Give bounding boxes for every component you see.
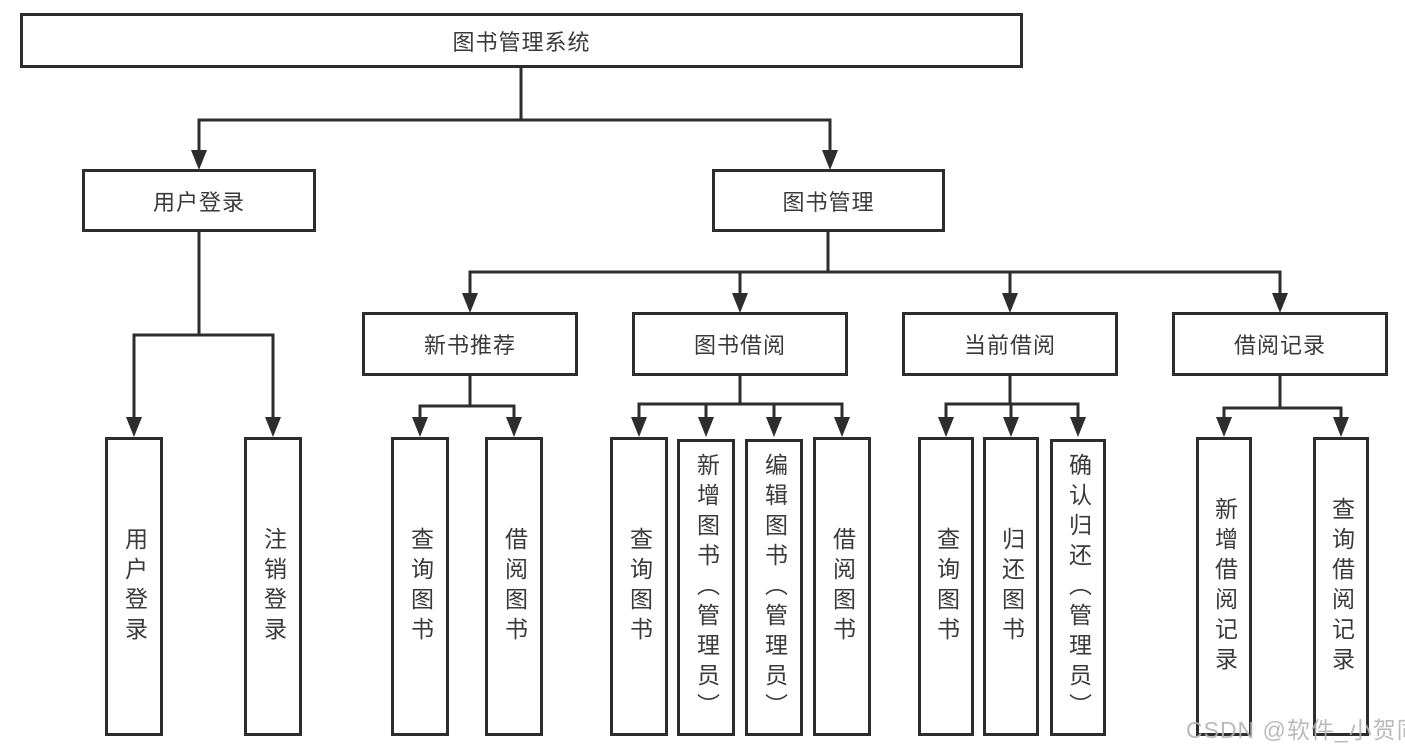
leaf-borrow-books-1-label: 借阅图书 — [501, 526, 528, 647]
node-library-system: 图书管理系统 — [20, 13, 1023, 68]
arrow-down-icon — [938, 417, 954, 437]
leaf-user-login-label: 用户登录 — [121, 526, 148, 647]
node-current-borrowing-label: 当前借阅 — [963, 333, 1056, 358]
connector-newbook-to-leaves — [418, 376, 516, 418]
arrow-down-icon — [462, 293, 478, 313]
node-borrowing-records: 借阅记录 — [1172, 312, 1388, 376]
connector-userlogin-to-leaves — [132, 232, 275, 418]
leaf-add-books-admin: 新增图书（管理员） — [677, 439, 735, 736]
leaf-edit-books-admin: 编辑图书（管理员） — [745, 439, 803, 736]
leaf-return-books: 归还图书 — [983, 437, 1039, 736]
leaf-query-borrow-record-label: 查询借阅记录 — [1328, 496, 1355, 677]
node-current-borrowing: 当前借阅 — [902, 312, 1118, 376]
leaf-query-books-1-label: 查询图书 — [407, 526, 434, 647]
leaf-logout-label: 注销登录 — [260, 526, 287, 647]
arrow-down-icon — [698, 417, 714, 437]
node-borrowing-records-label: 借阅记录 — [1233, 333, 1326, 358]
arrow-down-icon — [1070, 417, 1086, 437]
node-book-borrowing: 图书借阅 — [632, 312, 848, 376]
leaf-logout: 注销登录 — [244, 437, 302, 736]
leaf-borrow-books-1: 借阅图书 — [485, 437, 543, 736]
node-new-book-recommendation: 新书推荐 — [362, 312, 578, 376]
leaf-query-books-3-label: 查询图书 — [933, 526, 960, 647]
leaf-confirm-return-admin: 确认归还（管理员） — [1050, 439, 1106, 736]
leaf-query-borrow-record: 查询借阅记录 — [1313, 437, 1369, 736]
leaf-add-books-admin-label: 新增图书（管理员） — [693, 452, 720, 723]
leaf-query-books-3: 查询图书 — [918, 437, 974, 736]
leaf-confirm-return-admin-label: 确认归还（管理员） — [1065, 452, 1092, 723]
arrow-down-icon — [732, 293, 748, 313]
connector-bookmgmt-to-level3 — [468, 232, 1282, 294]
arrow-down-icon — [265, 417, 281, 437]
arrow-down-icon — [1002, 293, 1018, 313]
arrowhead-group — [126, 150, 1349, 437]
arrow-down-icon — [191, 150, 207, 170]
node-new-book-recommendation-label: 新书推荐 — [423, 333, 516, 358]
arrow-down-icon — [1003, 417, 1019, 437]
leaf-return-books-label: 归还图书 — [998, 526, 1025, 647]
node-library-system-label: 图书管理系统 — [452, 29, 591, 55]
leaf-borrow-books-2-label: 借阅图书 — [829, 526, 856, 647]
arrow-down-icon — [1333, 417, 1349, 437]
leaf-query-books-2-label: 查询图书 — [626, 526, 653, 647]
arrow-down-icon — [506, 417, 522, 437]
connector-group — [132, 67, 1343, 418]
node-book-management: 图书管理 — [712, 169, 945, 232]
leaf-edit-books-admin-label: 编辑图书（管理员） — [761, 452, 788, 723]
arrow-down-icon — [822, 150, 838, 170]
arrow-down-icon — [412, 417, 428, 437]
connector-currentborrow-to-leaves — [944, 376, 1080, 418]
arrow-down-icon — [834, 417, 850, 437]
node-book-borrowing-label: 图书借阅 — [693, 333, 786, 358]
leaf-query-books-2: 查询图书 — [610, 437, 668, 736]
leaf-query-books-1: 查询图书 — [391, 437, 449, 736]
connector-root-to-level2 — [197, 67, 832, 151]
connector-borrowrecord-to-leaves — [1222, 376, 1343, 418]
leaf-add-borrow-record: 新增借阅记录 — [1196, 437, 1252, 736]
node-book-management-label: 图书管理 — [782, 189, 875, 215]
connector-bookborrow-to-leaves — [637, 376, 844, 418]
arrow-down-icon — [766, 417, 782, 437]
node-user-login-label: 用户登录 — [152, 189, 245, 215]
arrow-down-icon — [126, 417, 142, 437]
leaf-borrow-books-2: 借阅图书 — [813, 437, 871, 736]
arrow-down-icon — [1272, 293, 1288, 313]
leaf-user-login: 用户登录 — [105, 437, 163, 736]
arrow-down-icon — [1216, 417, 1232, 437]
arrow-down-icon — [631, 417, 647, 437]
watermark: CSDN @软件_小贺同学 — [1186, 717, 1405, 743]
leaf-add-borrow-record-label: 新增借阅记录 — [1211, 496, 1238, 677]
node-user-login: 用户登录 — [82, 169, 316, 232]
